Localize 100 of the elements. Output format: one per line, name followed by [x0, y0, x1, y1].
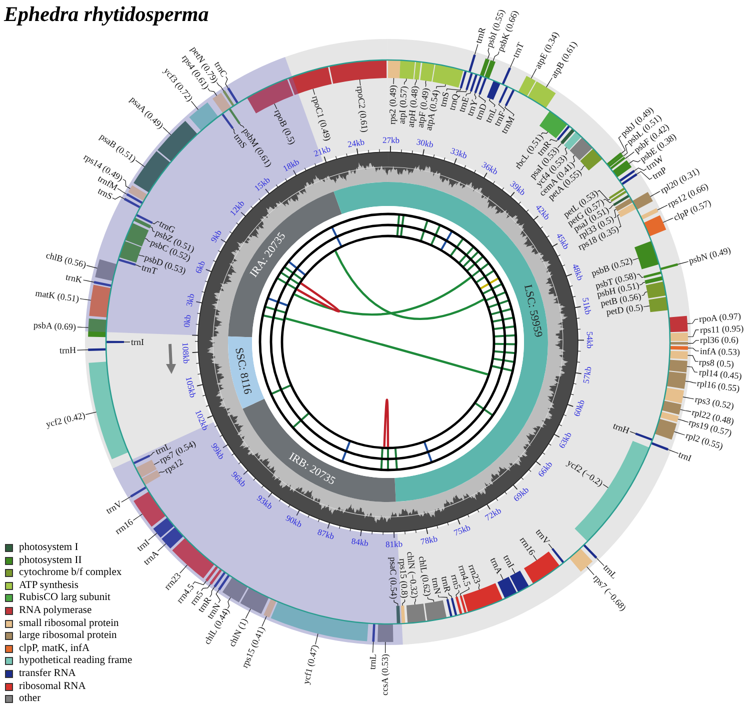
leader-line — [580, 165, 585, 171]
gene-bar — [569, 548, 593, 572]
gene-bar — [648, 296, 668, 312]
leader-line — [512, 568, 516, 574]
gene-bar — [88, 348, 106, 351]
leader-line — [686, 366, 698, 373]
leader-line — [678, 418, 689, 423]
title: Ephedra rhytidosperma — [4, 2, 209, 27]
scale-label: 48kb — [570, 262, 586, 282]
gene-bar — [644, 215, 666, 236]
leader-line — [668, 449, 679, 454]
gene-bar — [414, 61, 421, 80]
gene-bar — [580, 148, 602, 171]
gene-label: trnH — [612, 420, 631, 436]
leader-line — [216, 590, 221, 604]
leader-line — [540, 132, 548, 135]
gene-bar — [504, 89, 515, 106]
leader-line — [682, 396, 694, 400]
scale-label: 21kb — [312, 144, 332, 158]
gene-label: trnH — [59, 345, 76, 356]
leader-line — [564, 147, 568, 156]
leader-line — [456, 590, 460, 598]
leader-line — [274, 103, 278, 110]
gene-bar — [240, 587, 269, 614]
leader-line — [548, 544, 553, 549]
scale-label: 66kb — [536, 459, 554, 479]
gene-label: rpoC2 (0.61) — [356, 86, 370, 134]
gene-label: ycf1 (0.47) — [300, 644, 320, 686]
scale-label: 9kb — [208, 228, 224, 244]
gene-bar — [670, 342, 688, 345]
gene-bar — [162, 527, 184, 548]
gene-bar — [660, 412, 679, 422]
gene-bar — [654, 418, 677, 440]
leader-line — [636, 274, 644, 278]
leader-line — [372, 641, 374, 653]
legend-label: other — [19, 693, 41, 706]
gene-bar — [510, 570, 529, 592]
leader-line — [614, 208, 616, 218]
gene-bar — [552, 548, 564, 564]
leader-line — [636, 171, 652, 180]
legend-label: RubisCO larg subunit — [19, 592, 110, 604]
legend-label: RNA polymerase — [19, 605, 92, 617]
leader-line — [677, 261, 689, 265]
leader-line — [180, 564, 188, 574]
gene-bar — [486, 80, 500, 100]
leader-line — [394, 600, 398, 606]
gene-bar — [560, 128, 575, 144]
leader-line — [632, 258, 639, 260]
gene-bar — [610, 156, 626, 170]
leader-line — [135, 160, 145, 168]
leader-line — [312, 88, 316, 95]
leader-line — [190, 100, 198, 110]
scale-label: 42kb — [534, 202, 552, 222]
scale-label: 36kb — [480, 159, 500, 176]
scale-label: 24kb — [346, 136, 366, 149]
leader-line — [385, 642, 386, 654]
scale-label: 39kb — [508, 178, 528, 197]
gene-bar — [556, 125, 570, 140]
leader-line — [446, 88, 462, 92]
leader-line — [425, 80, 426, 88]
legend-label: ribosomal RNA — [19, 680, 86, 693]
gene-bar — [518, 76, 536, 97]
legend-label: photosystem II — [19, 554, 82, 567]
gene-label: trnI — [131, 337, 144, 347]
gene-bar — [670, 346, 688, 350]
leader-line — [200, 584, 211, 592]
leader-line — [150, 226, 155, 232]
leader-line — [617, 214, 622, 228]
gene-bar — [214, 572, 226, 588]
gene-bar — [218, 574, 230, 590]
scale-label: 108kb — [180, 342, 192, 364]
leader-line — [687, 318, 698, 324]
leader-line — [688, 340, 700, 344]
gene-label: chlB (0.56) — [44, 250, 87, 270]
gene-label: chlN (1) — [226, 617, 250, 649]
gene-bar — [646, 281, 666, 298]
legend-label: transfer RNA — [19, 668, 76, 680]
gene-bar — [141, 470, 161, 486]
gene-bar — [221, 113, 234, 130]
gene-bar — [136, 460, 157, 478]
leader-line — [154, 461, 160, 465]
gene-bar — [621, 173, 638, 186]
gene-bar — [450, 598, 458, 616]
leader-line — [404, 78, 407, 85]
gene-label: trnI — [134, 537, 151, 554]
gene-bar — [212, 92, 232, 114]
scale-label: 0kb — [181, 314, 193, 328]
leader-line — [162, 127, 172, 136]
gene-bar — [502, 67, 512, 85]
leader-line — [427, 596, 434, 602]
leader-line — [639, 282, 646, 286]
gene-bar — [264, 598, 276, 618]
leader-line — [597, 190, 610, 200]
leader-line — [86, 265, 98, 268]
leader-line — [474, 92, 476, 100]
leader-line — [135, 264, 142, 268]
gene-bar — [650, 442, 668, 451]
gene-bar — [470, 74, 478, 92]
gene-bar — [205, 566, 218, 582]
leader-line — [630, 431, 636, 434]
